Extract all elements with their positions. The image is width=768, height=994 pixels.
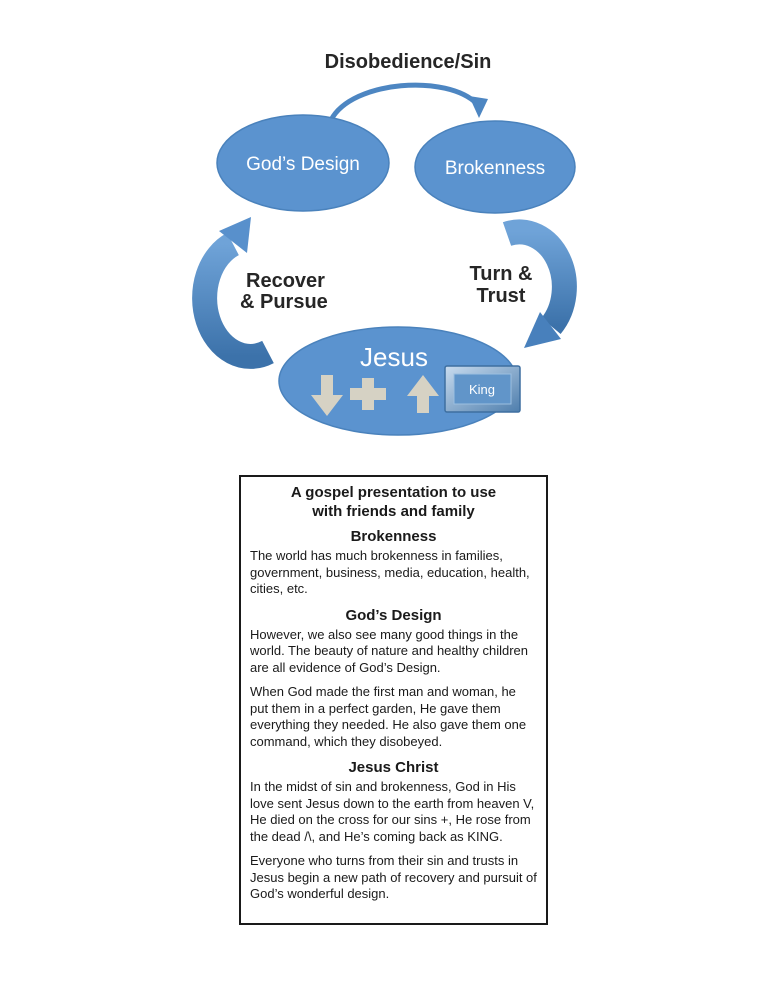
turn-label-line2: Trust bbox=[477, 285, 526, 307]
recover-pursue-arrow bbox=[192, 232, 274, 369]
recover-arrowhead-icon bbox=[219, 217, 251, 253]
turn-trust-arrow bbox=[502, 219, 577, 334]
gospel-text-panel: A gospel presentation to use with friend… bbox=[239, 475, 548, 925]
brokenness-ellipse bbox=[414, 120, 576, 214]
recover-label-line2: & Pursue bbox=[240, 291, 328, 313]
gods-design-ellipse bbox=[216, 114, 390, 212]
turn-arrowhead-icon bbox=[524, 312, 561, 348]
king-key: King bbox=[444, 365, 521, 413]
gospel-cycle-diagram: Disobedience/Sin God’s Design Brokenness… bbox=[192, 51, 577, 436]
paragraph-gods-design-1: However, we also see many good things in… bbox=[250, 626, 528, 675]
turn-label-line1: Turn & bbox=[470, 263, 533, 285]
disobedience-sin-label: Disobedience/Sin bbox=[325, 51, 492, 73]
jesus-label: Jesus bbox=[360, 342, 428, 372]
heading-brokenness: Brokenness bbox=[350, 528, 437, 546]
panel-title: A gospel presentation to use with friend… bbox=[250, 483, 537, 521]
gods-design-label: God’s Design bbox=[246, 154, 360, 175]
brokenness-label: Brokenness bbox=[445, 158, 545, 179]
heading-gods-design: God’s Design bbox=[345, 606, 442, 624]
cross-icon bbox=[350, 378, 386, 410]
paragraph-gods-design-2: When God made the first man and woman, h… bbox=[250, 684, 527, 749]
panel-title-line2: with friends and family bbox=[312, 503, 475, 521]
recover-label-line1: Recover bbox=[246, 270, 325, 292]
up-arrow-icon bbox=[407, 375, 439, 413]
disobedience-arc-arrow bbox=[328, 82, 479, 122]
heading-jesus-christ: Jesus Christ bbox=[348, 759, 439, 777]
paragraph-jesus-christ-2: Everyone who turns from their sin and tr… bbox=[250, 853, 537, 902]
king-key-face bbox=[453, 373, 512, 405]
panel-title-line1: A gospel presentation to use bbox=[290, 484, 497, 501]
paragraph-brokenness-1: The world has much brokenness in familie… bbox=[250, 548, 530, 597]
disobedience-arrowhead-icon bbox=[469, 96, 488, 118]
paragraph-jesus-christ-1: In the midst of sin and brokenness, God … bbox=[250, 779, 535, 844]
king-label: King bbox=[469, 382, 495, 397]
down-arrow-icon bbox=[311, 375, 343, 416]
